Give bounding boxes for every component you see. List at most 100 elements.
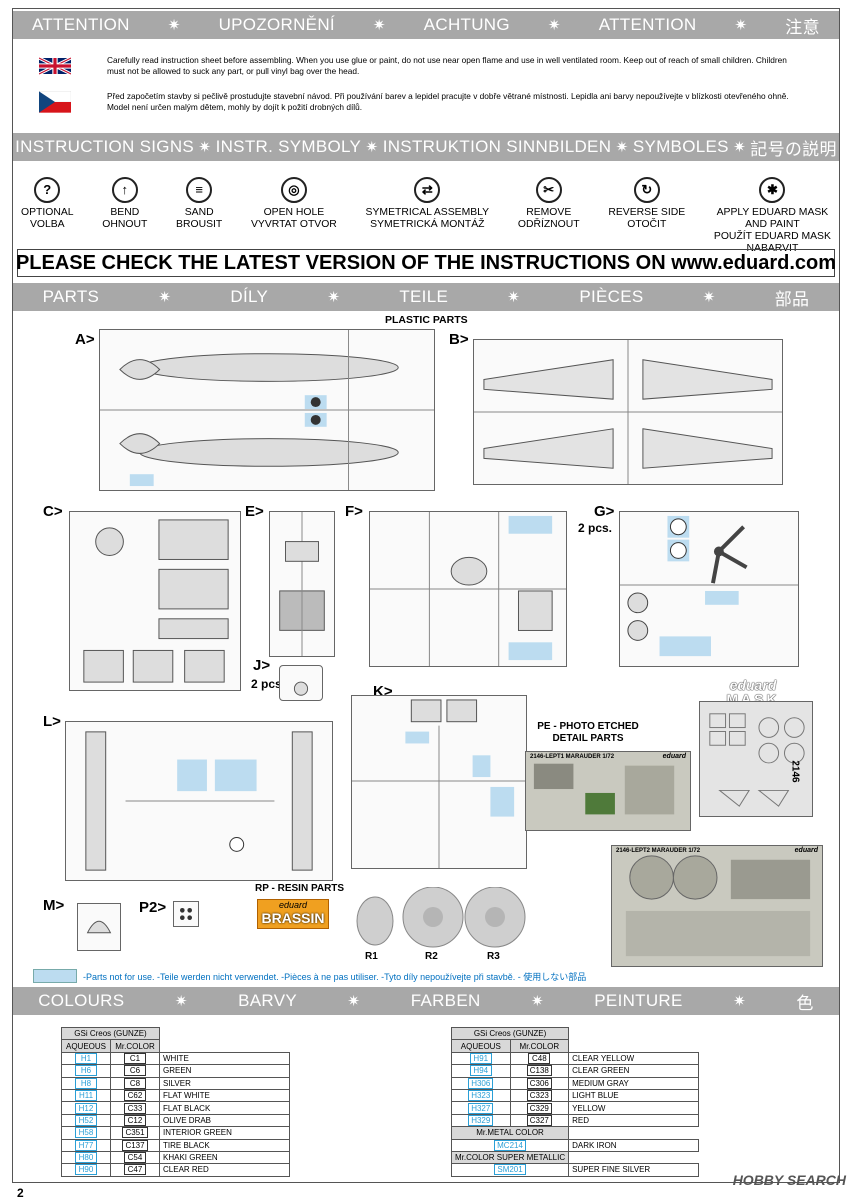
- color-code: H11: [75, 1090, 97, 1102]
- table-cell: AQUEOUS: [451, 1039, 511, 1053]
- resin-wheels: [356, 887, 526, 948]
- color-code: H77: [75, 1139, 97, 1151]
- table-cell: H58: [61, 1126, 111, 1140]
- sprue-g: [619, 511, 799, 667]
- table-cell: C54: [110, 1150, 160, 1165]
- table-cell: H77: [61, 1138, 111, 1152]
- band-item: PEINTURE: [594, 991, 683, 1010]
- table-cell: H80: [61, 1150, 111, 1165]
- table-cell: RED: [568, 1113, 700, 1128]
- table-cell: OLIVE DRAB: [159, 1113, 290, 1128]
- table-header-row: Mr.METAL COLOR: [450, 1126, 699, 1140]
- color-code: H8: [75, 1077, 97, 1089]
- instruction-sign-label: SAND BROUSIT: [176, 207, 223, 230]
- table-cell: TIRE BLACK: [159, 1138, 290, 1152]
- color-code: H6: [75, 1065, 97, 1077]
- band-item: BARVY: [238, 991, 297, 1010]
- pe1-brand: eduard: [662, 753, 686, 760]
- sprue-label-c: C>: [43, 503, 63, 520]
- plastic-parts-title: PLASTIC PARTS: [385, 314, 468, 326]
- mask-sheet: 2146: [699, 701, 813, 817]
- instruction-page: ATTENTION✷ UPOZORNĚNÍ✷ ACHTUNG✷ ATTENTIO…: [12, 8, 840, 1200]
- sprue-label-e: E>: [245, 503, 264, 520]
- color-code: C137: [122, 1139, 148, 1151]
- band-item: FARBEN: [410, 991, 481, 1010]
- table-cell: CLEAR GREEN: [568, 1064, 700, 1078]
- sprue-c: [69, 511, 241, 691]
- table-cell: SM201: [450, 1163, 570, 1177]
- open-hole-icon: ◎: [280, 177, 307, 203]
- table-cell: Mr.COLOR: [110, 1039, 160, 1053]
- table-cell: GSi Creos (GUNZE): [450, 1026, 570, 1041]
- band-item: SYMBOLES: [632, 137, 729, 156]
- table-cell: KHAKI GREEN: [159, 1150, 290, 1165]
- band-item: PARTS: [42, 287, 100, 306]
- color-code: H90: [75, 1164, 97, 1176]
- color-code: H329: [468, 1114, 494, 1126]
- attention-band: ATTENTION✷ UPOZORNĚNÍ✷ ACHTUNG✷ ATTENTIO…: [13, 11, 839, 39]
- sprue-label-m: M>: [43, 897, 65, 914]
- table-cell: H90: [61, 1163, 111, 1177]
- sprue-label-f: F>: [345, 503, 363, 520]
- band-item: ATTENTION: [31, 15, 130, 34]
- not-used-swatch: [33, 969, 77, 983]
- table-row: H329 C327 RED: [451, 1113, 700, 1128]
- instruction-sign-label: OPEN HOLE VYVRTAT OTVOR: [250, 207, 337, 230]
- table-header-row: GSi Creos (GUNZE): [61, 1026, 290, 1041]
- table-cell: C62: [110, 1088, 160, 1103]
- band-item: ACHTUNG: [423, 15, 510, 34]
- instruction-sign: ⇄SYMETRICAL ASSEMBLY SYMETRICKÁ MONTÁŽ: [366, 177, 489, 255]
- table-cell: C137: [110, 1138, 160, 1152]
- sprue-b: [473, 339, 783, 485]
- instruction-sign-label: REMOVE ODŘÍZNOUT: [517, 207, 580, 230]
- band-item: UPOZORNĚNÍ: [218, 15, 335, 34]
- table-cell: MEDIUM GRAY: [568, 1076, 700, 1090]
- color-code: H94: [469, 1065, 492, 1077]
- brassin-logo: eduard BRASSIN: [257, 899, 329, 929]
- warning-en: Carefully read instruction sheet before …: [13, 55, 839, 77]
- sand-icon: ≡: [186, 177, 213, 203]
- table-cell: INTERIOR GREEN: [159, 1126, 290, 1140]
- sprue-label-b: B>: [449, 331, 469, 348]
- table-cell: FLAT BLACK: [159, 1101, 290, 1115]
- instruction-sign: ✂REMOVE ODŘÍZNOUT: [518, 177, 580, 255]
- symmetrical-icon: ⇄: [414, 177, 441, 203]
- table-header-row: Mr.COLOR SUPER METALLIC: [450, 1150, 699, 1165]
- table-cell: C351: [110, 1126, 160, 1140]
- pe-fret-1: 2146-LEPT1 MARAUDER 1/72 eduard: [525, 751, 691, 831]
- warning-cz-text: Před započetím stavby si pečlivě prostud…: [107, 91, 789, 112]
- color-code: C8: [124, 1077, 146, 1089]
- resin-label-r1: R1: [365, 951, 378, 962]
- table-cell: GSi Creos (GUNZE): [61, 1026, 160, 1041]
- watermark: HOBBY SEARCH: [732, 1172, 846, 1188]
- band-item: ATTENTION: [598, 15, 697, 34]
- band-item: PIÈCES: [579, 287, 644, 306]
- sprue-j: [279, 665, 323, 701]
- sprue-m: [77, 903, 121, 951]
- table-cell: H52: [61, 1113, 111, 1128]
- table-cell: H91: [451, 1051, 511, 1066]
- instruction-sign: ↑BEND OHNOUT: [102, 177, 147, 255]
- color-code: C327: [526, 1114, 552, 1126]
- instruction-sign-label: BEND OHNOUT: [102, 207, 148, 230]
- resin-label-r2: R2: [425, 951, 438, 962]
- parts-band: PARTS✷ DÍLY✷ TEILE✷ PIÈCES✷ 部品: [13, 283, 839, 311]
- table-cell: YELLOW: [568, 1101, 700, 1115]
- check-latest-version: PLEASE CHECK THE LATEST VERSION OF THE I…: [16, 249, 836, 277]
- table-cell: C12: [110, 1113, 160, 1128]
- instruction-sign: ✱APPLY EDUARD MASK AND PAINT POUŽÍT EDUA…: [714, 177, 831, 255]
